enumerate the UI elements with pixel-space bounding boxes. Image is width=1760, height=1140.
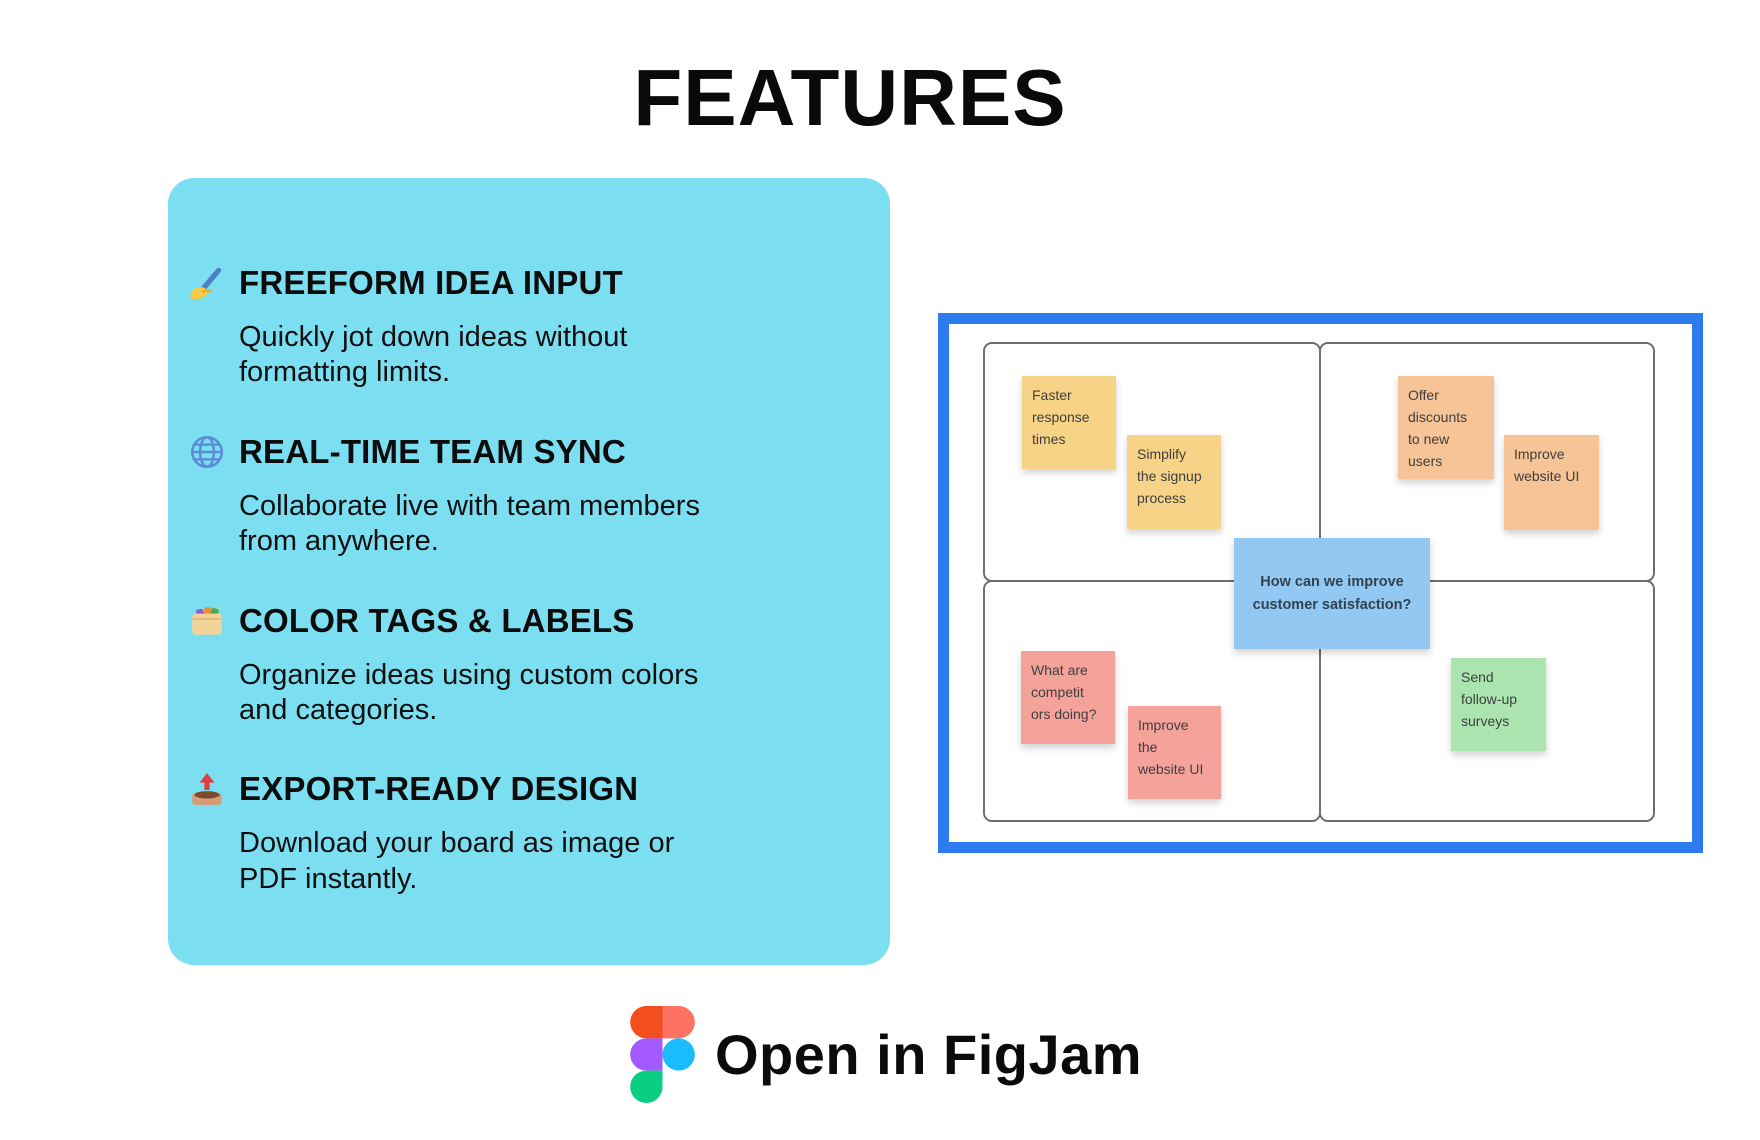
sticky-note: Improve website UI	[1504, 435, 1599, 530]
feature-title: FREEFORM IDEA INPUT	[239, 264, 623, 301]
sticky-note: Offer discounts to new users	[1398, 376, 1494, 479]
sticky-note: Simplify the signup process	[1127, 435, 1221, 529]
figma-logo-icon	[630, 1005, 695, 1103]
feature-description: Download your board as image or PDF inst…	[239, 827, 675, 895]
feature-item-color-tags: COLOR TAGS & LABELS Organize ideas using…	[188, 602, 860, 729]
page-title: FEATURES	[633, 53, 1067, 142]
feature-description: Collaborate live with team members from …	[239, 489, 700, 558]
feature-title: COLOR TAGS & LABELS	[239, 601, 635, 639]
sticky-note: Send follow-up surveys	[1451, 658, 1546, 751]
feature-title: EXPORT-READY DESIGN	[239, 770, 639, 808]
sticky-note: What are competit ors doing?	[1021, 651, 1115, 744]
feature-item-export: EXPORT-READY DESIGN Download your board …	[188, 770, 860, 897]
figjam-cta[interactable]: Open in FigJam	[630, 1004, 1142, 1104]
quadrant-bottom-right	[1319, 580, 1655, 822]
features-panel: FREEFORM IDEA INPUT Quickly jot down ide…	[168, 178, 890, 965]
figjam-board-preview: Faster response times Simplify the signu…	[938, 313, 1703, 853]
cta-label: Open in FigJam	[715, 1022, 1143, 1086]
feature-item-freeform: FREEFORM IDEA INPUT Quickly jot down ide…	[188, 264, 860, 391]
card-index-dividers-icon	[188, 602, 226, 640]
sticky-note: Improve the website UI	[1128, 706, 1221, 799]
sticky-note: Faster response times	[1022, 376, 1116, 469]
feature-description: Quickly jot down ideas without formattin…	[239, 321, 628, 389]
center-question-note: How can we improve customer satisfaction…	[1234, 538, 1430, 649]
feature-item-realtime-sync: REAL-TIME TEAM SYNC Collaborate live wit…	[188, 433, 860, 560]
outbox-tray-icon	[188, 770, 226, 808]
feature-description: Organize ideas using custom colors and c…	[239, 658, 699, 726]
globe-icon	[188, 433, 226, 471]
feature-title: REAL-TIME TEAM SYNC	[239, 432, 626, 470]
quadrant-grid	[983, 342, 1655, 822]
writing-hand-icon	[188, 264, 226, 302]
